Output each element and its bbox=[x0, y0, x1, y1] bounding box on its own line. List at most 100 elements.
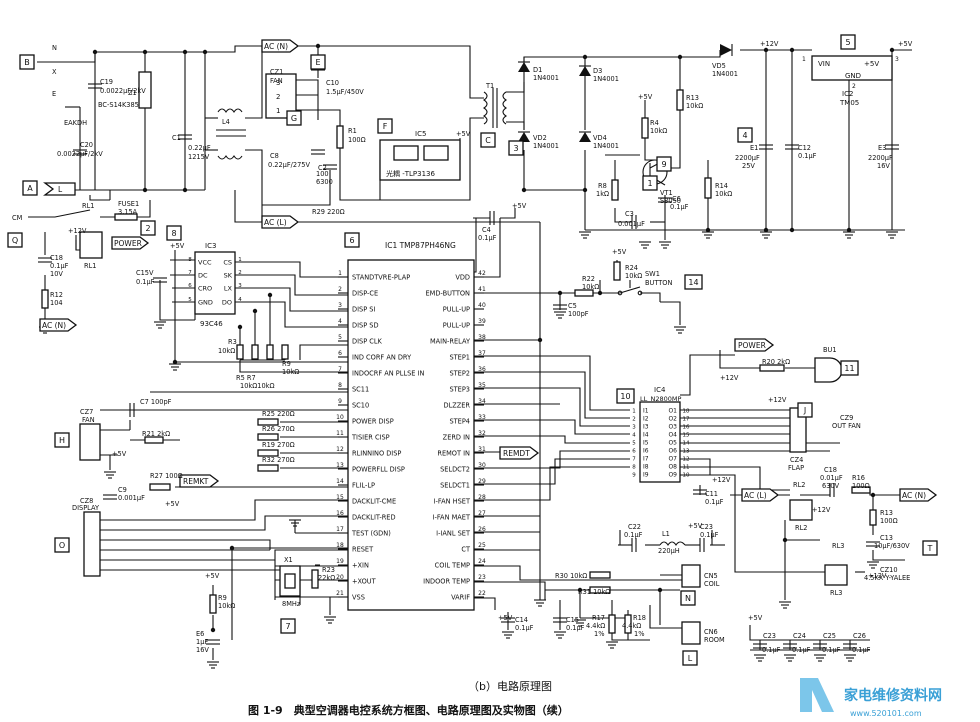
ground-icon bbox=[289, 519, 301, 527]
ic6-pin-num-14: 14 bbox=[336, 478, 344, 485]
label-r16v: 100Ω bbox=[852, 482, 870, 490]
label-c23b: C23 bbox=[763, 632, 776, 640]
label-cz9: CZ9 bbox=[840, 414, 853, 422]
label-c15vv: 0.1μF bbox=[136, 278, 155, 286]
label-r30: R30 10kΩ bbox=[555, 572, 587, 580]
resistor-r32 bbox=[257, 464, 279, 472]
ic6-pin-num-4: 4 bbox=[338, 318, 342, 325]
ic6-pin-num-22: 22 bbox=[478, 590, 486, 597]
label-c26: C26 bbox=[853, 632, 866, 640]
label-e6: E6 bbox=[196, 630, 204, 638]
badge-9: 9 bbox=[656, 156, 672, 172]
label-r1: R1 bbox=[348, 127, 357, 135]
label-vd2: VD2 bbox=[533, 134, 547, 142]
ground-icon bbox=[886, 231, 898, 239]
label-r4v: 10kΩ bbox=[650, 127, 667, 135]
badge-text-h: H bbox=[59, 436, 65, 445]
label-c2v2: 6300 bbox=[316, 178, 333, 186]
net-remdt: REMDT bbox=[503, 449, 530, 458]
ic-regulator: VIN GND +5V 1 3 2 IC2 TM05 bbox=[802, 55, 899, 107]
ic4-out-o7: O7 bbox=[668, 456, 677, 463]
diode-d3 bbox=[579, 65, 591, 76]
label-r1v: 100Ω bbox=[348, 136, 366, 144]
ground-icon bbox=[534, 599, 546, 607]
label-r26: R26 270Ω bbox=[262, 425, 295, 433]
ic6-pin-1: STANDTVRE-PLAP bbox=[352, 274, 410, 282]
ground-icon bbox=[760, 231, 772, 239]
label-cxv3: 0.1μF bbox=[822, 646, 841, 654]
label-r3v: 10kΩ bbox=[218, 347, 235, 355]
ic6-pin-num-17: 17 bbox=[336, 526, 344, 533]
resistor-r1 bbox=[336, 125, 344, 149]
net-ac-n-right: AC (N) bbox=[902, 491, 926, 500]
label-c15v2: 0.1μF bbox=[566, 624, 585, 632]
ic6-pin-3: DISP SI bbox=[352, 306, 375, 314]
ic6-pin-num-16: 16 bbox=[336, 510, 344, 517]
label-r18v2: 1% bbox=[634, 630, 644, 638]
badge-text-2: 2 bbox=[145, 224, 150, 233]
ic6-pin-num-8: 8 bbox=[338, 382, 342, 389]
label-cn5: CN5 bbox=[704, 572, 718, 580]
ic6-pin-num-40: 40 bbox=[478, 302, 486, 309]
supply-p5v-9: +5V bbox=[456, 130, 471, 138]
label-r9v: 10kΩ bbox=[218, 602, 235, 610]
ic6-pin-num-42: 42 bbox=[478, 270, 486, 277]
ic6-pin-22: VARIF bbox=[451, 594, 470, 602]
net-tags: AC (N) AC (L) AC (N) POWER POWER REMKT R… bbox=[39, 39, 938, 502]
label-cxv1: 0.1μF bbox=[762, 646, 781, 654]
supply-p5v-10: +5V bbox=[512, 202, 527, 210]
ic4-out-o1: O1 bbox=[668, 408, 677, 415]
label-z1: Z1 bbox=[128, 89, 137, 97]
badge-4: 4 bbox=[737, 127, 753, 143]
ic4-innum-0: 1 bbox=[632, 409, 636, 415]
supply-p5v-13: +5V bbox=[112, 450, 127, 458]
ic6-pin-num-36: 36 bbox=[478, 366, 486, 373]
ic6-pin-14: FLIL-LP bbox=[352, 482, 375, 490]
resistor-r7 bbox=[266, 344, 274, 360]
resistor-r17 bbox=[608, 614, 616, 634]
ic6-pin-num-25: 25 bbox=[478, 542, 486, 549]
label-cz8v: DISPLAY bbox=[72, 504, 100, 512]
ic4-outnum-0: 18 bbox=[683, 409, 690, 415]
badge-8: 8 bbox=[166, 225, 182, 241]
label-c12: C12 bbox=[798, 144, 811, 152]
diode-vd4 bbox=[579, 131, 591, 142]
supply-p12v-4: +12V bbox=[712, 476, 731, 484]
ic6-pin-15: DACKLIT-CME bbox=[352, 498, 396, 506]
label-c22v: 0.1μF bbox=[624, 531, 643, 539]
badge-11: 11 bbox=[840, 360, 859, 376]
label-vd5: VD5 bbox=[712, 62, 726, 70]
wiring bbox=[28, 45, 912, 660]
label-x1: X1 bbox=[284, 556, 293, 564]
ic-optocoupler: IC5 光耦 -TLP3136 bbox=[379, 130, 461, 181]
ic6-pin-num-11: 11 bbox=[336, 430, 344, 437]
label-r3: R3 bbox=[228, 338, 237, 346]
label-vd4: VD4 bbox=[593, 134, 607, 142]
ic6-pin-num-38: 38 bbox=[478, 334, 486, 341]
ic4-out-o5: O5 bbox=[668, 440, 677, 447]
badge-text-c: C bbox=[485, 136, 491, 145]
label-e1v: 2200μF bbox=[735, 154, 760, 162]
label-c19v: 0.0022μF/2kV bbox=[100, 87, 146, 95]
label-cxv2: 0.1μF bbox=[792, 646, 811, 654]
label-r18v: 4.4kΩ bbox=[622, 622, 641, 630]
ic6-pin-num-26: 26 bbox=[478, 526, 486, 533]
label-c12v: 0.1μF bbox=[798, 152, 817, 160]
caption: （b）电路原理图 图 1-9 典型空调器电控系统方框图、电路原理图及实物图（续） bbox=[248, 680, 569, 717]
ic6-pin-16: DACKLIT-RED bbox=[352, 514, 396, 522]
resistor-r25 bbox=[257, 418, 279, 426]
ic6-pin-num-37: 37 bbox=[478, 350, 486, 357]
badge-text-9: 9 bbox=[661, 160, 666, 169]
capacitor-e3 bbox=[885, 144, 899, 150]
label-r17v2: 1% bbox=[594, 630, 604, 638]
resistor-r19 bbox=[257, 449, 279, 457]
ic2-p1: 1 bbox=[802, 56, 806, 63]
label-rl1: RL1 bbox=[82, 202, 94, 210]
label-c2v: 100 bbox=[316, 170, 329, 178]
label-d1: D1 bbox=[533, 66, 542, 74]
label-r14v: 10kΩ bbox=[715, 190, 732, 198]
label-l4: L4 bbox=[222, 118, 230, 126]
resistor-r16 bbox=[851, 486, 871, 494]
label-r19: R19 270Ω bbox=[262, 441, 295, 449]
label-r13bv: 100Ω bbox=[880, 517, 898, 525]
